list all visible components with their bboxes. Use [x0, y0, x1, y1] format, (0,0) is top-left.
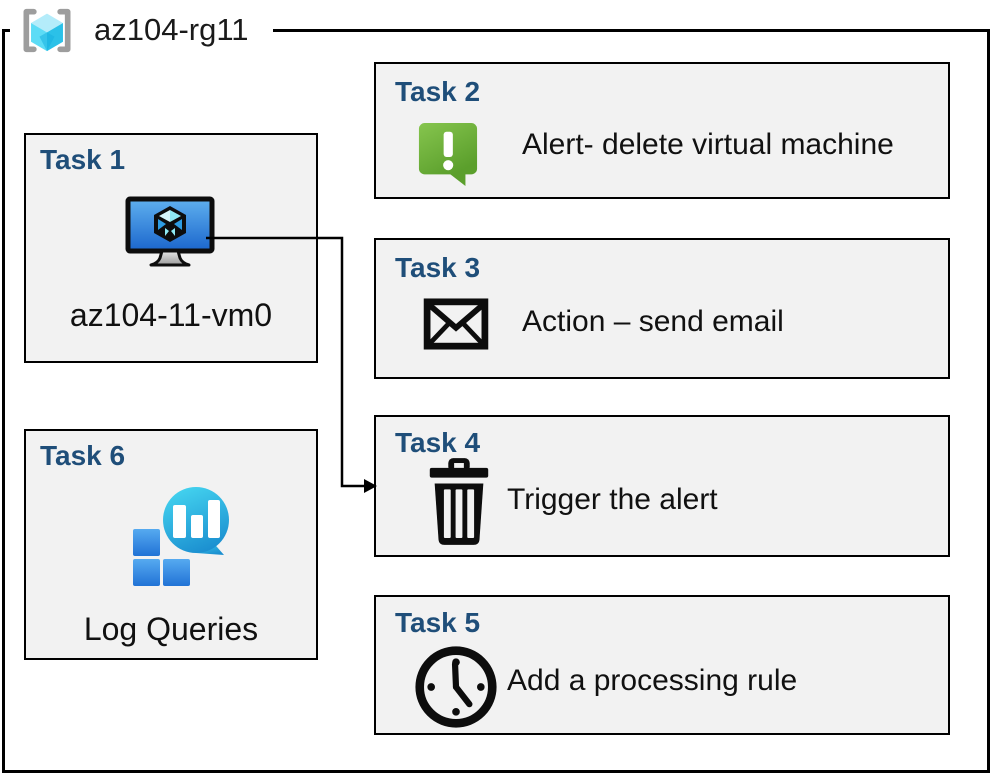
resource-group-title: az104-rg11 [94, 12, 249, 47]
task6-heading: Task 6 [40, 440, 126, 471]
log-queries-icon [130, 485, 234, 589]
resource-group-frame [2, 29, 990, 773]
task3-heading: Task 3 [395, 252, 481, 283]
task1-label: az104-11-vm0 [69, 297, 273, 333]
virtual-machine-icon [125, 196, 215, 270]
task-box-task1: Task 1 [24, 133, 318, 363]
task6-label: Log Queries [83, 611, 259, 647]
task-box-task6: Task 6 Log Q [24, 429, 318, 660]
email-icon [423, 298, 489, 350]
task-box-task3: Task 3 Action – send email [374, 238, 950, 379]
task-box-task4: Task 4 Trigger the alert [374, 415, 950, 557]
resource-group-icon [18, 7, 76, 54]
clock-icon [414, 645, 498, 729]
resource-group-header: az104-rg11 [10, 4, 273, 56]
task5-label: Add a processing rule [507, 664, 798, 697]
task3-label: Action – send email [522, 305, 784, 338]
task2-label: Alert- delete virtual machine [522, 128, 894, 161]
alert-icon [417, 120, 479, 190]
task2-heading: Task 2 [395, 76, 481, 107]
task4-heading: Task 4 [395, 427, 481, 458]
task1-heading: Task 1 [40, 144, 126, 175]
task-box-task5: Task 5 Add a processing rule [374, 595, 950, 735]
task4-label: Trigger the alert [507, 483, 718, 516]
task-box-task2: Task 2 Alert- delete virtual machine [374, 62, 950, 199]
task5-heading: Task 5 [395, 607, 481, 638]
trash-icon [422, 454, 496, 548]
